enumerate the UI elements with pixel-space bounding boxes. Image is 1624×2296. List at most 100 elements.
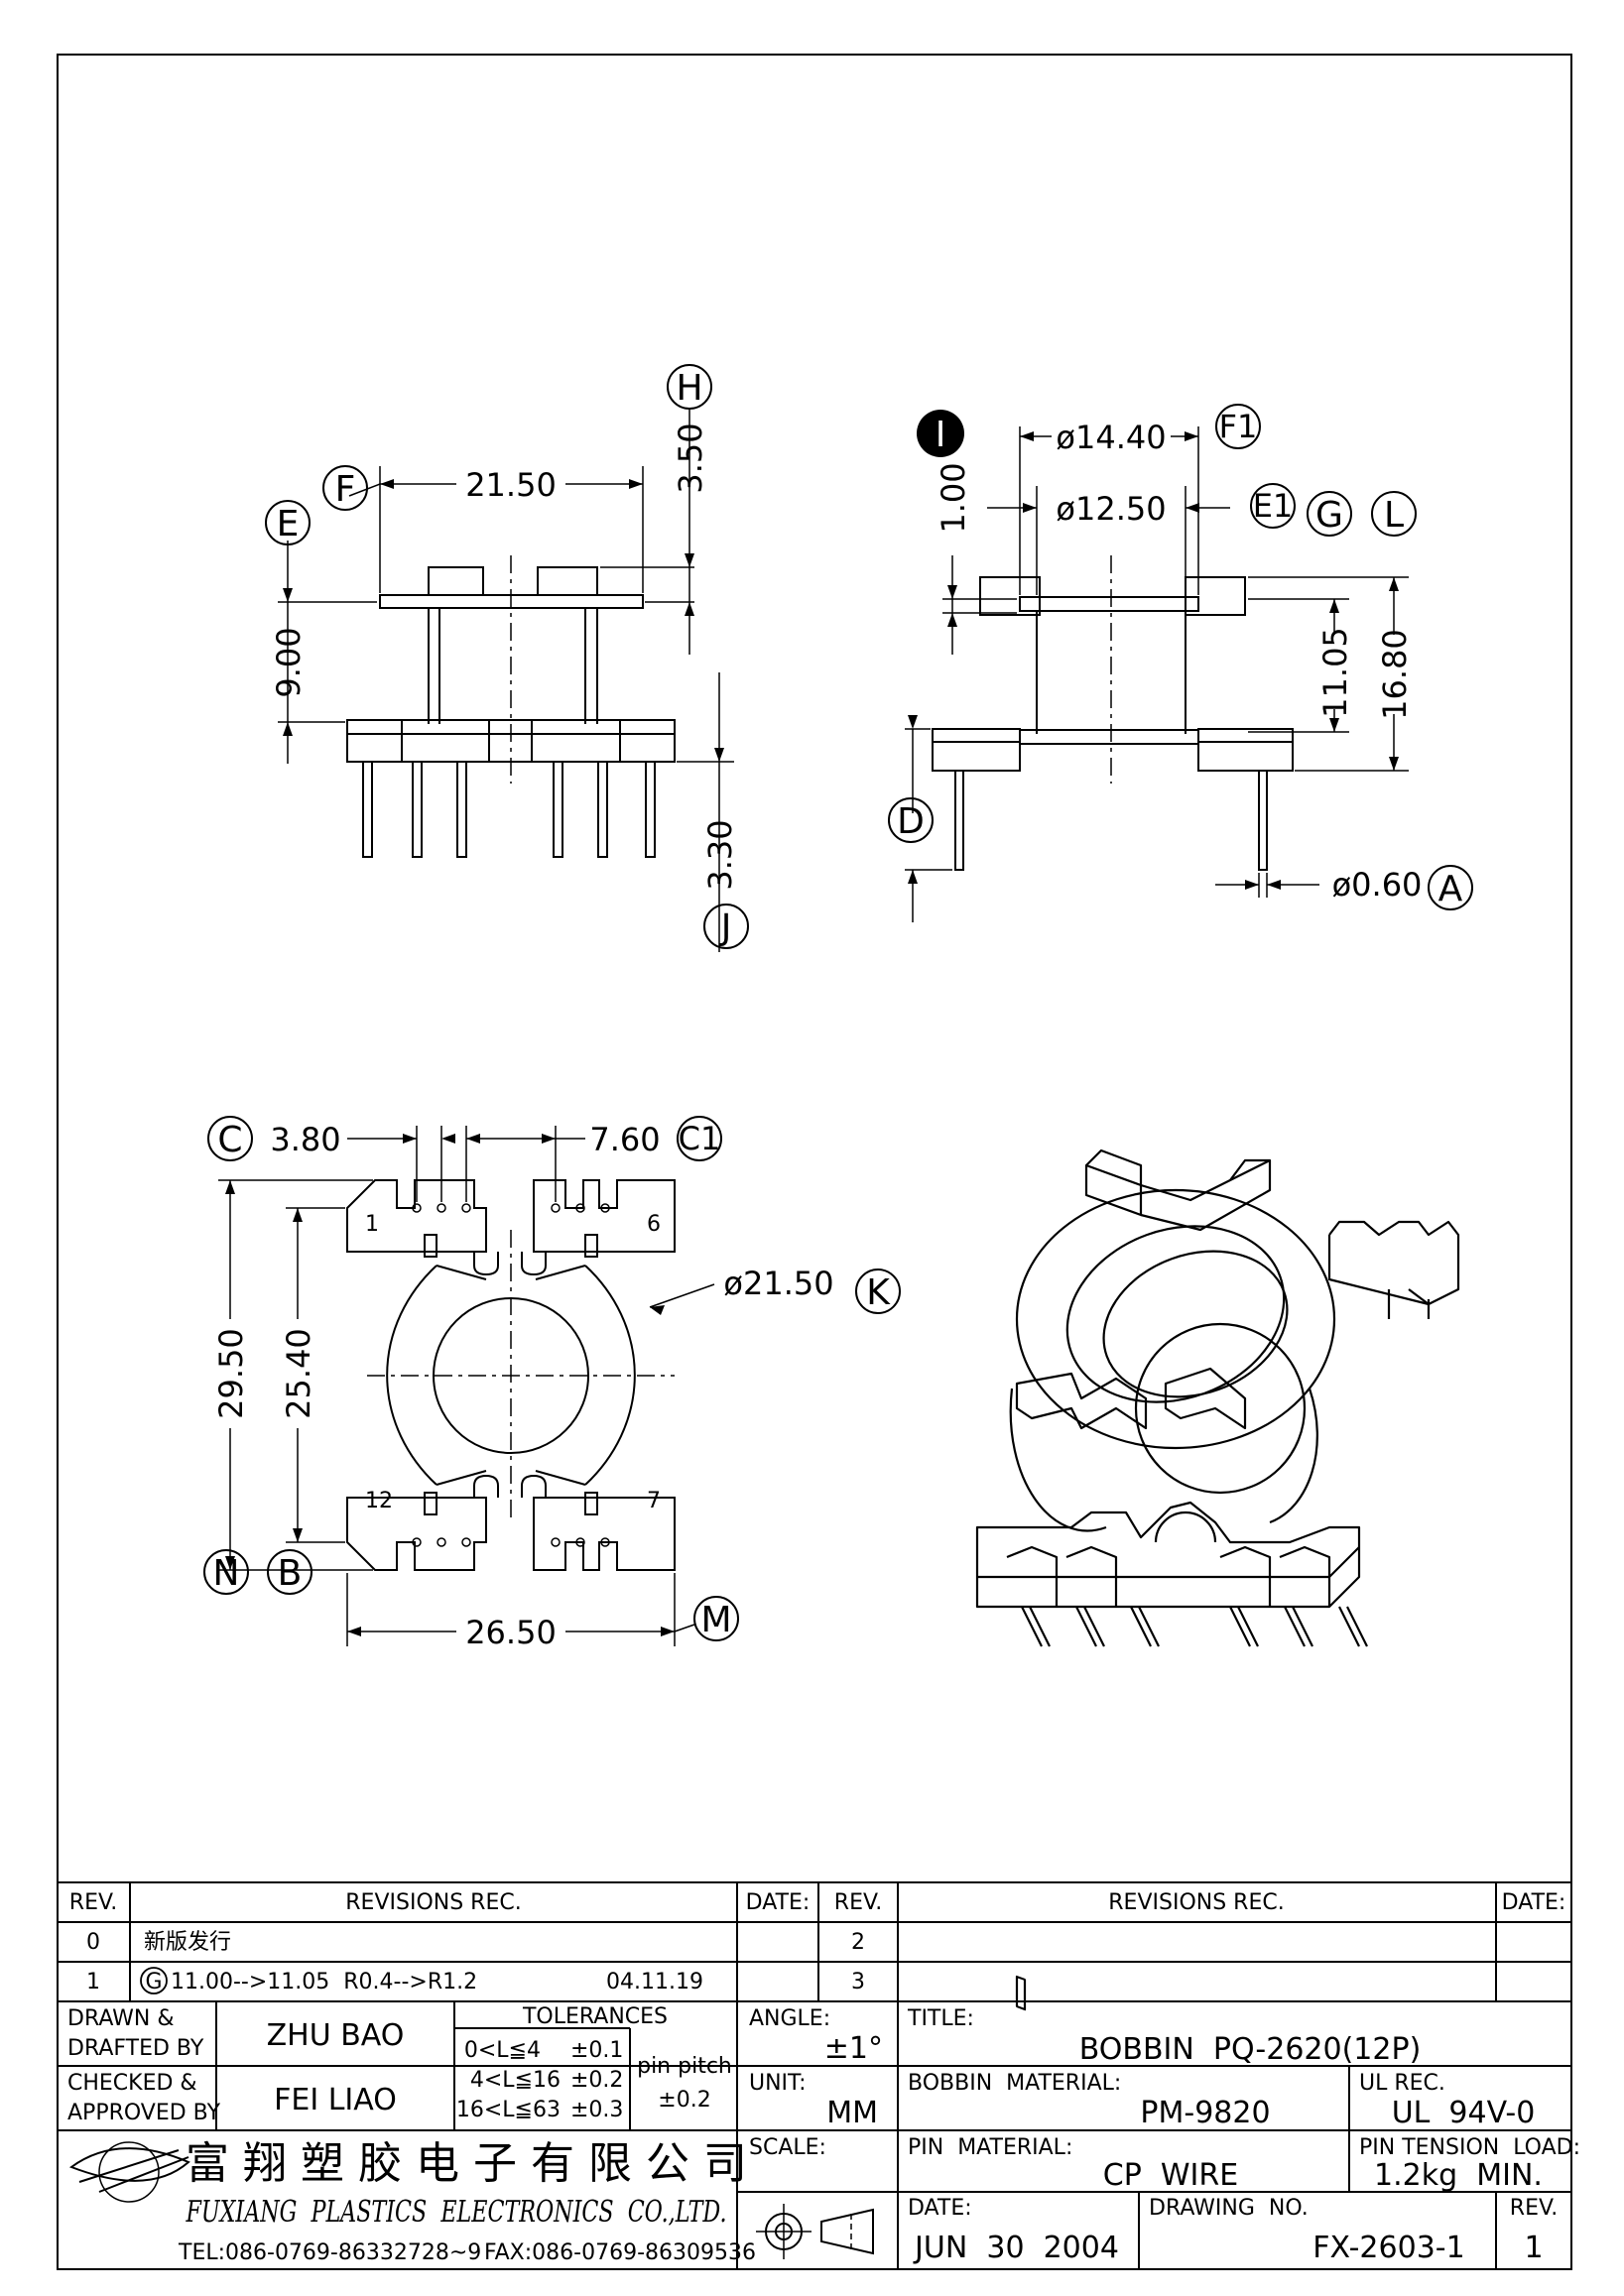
balloon-i: I <box>936 415 946 455</box>
pin-material-label: PIN MATERIAL: <box>908 2135 1072 2160</box>
pin-number-7: 7 <box>647 1489 661 1513</box>
company-name-english: FUXIANG PLASTICS ELECTRONICS CO.,LTD. <box>186 2195 727 2230</box>
dim-flange-diameter: ø21.50 <box>723 1265 833 1302</box>
company-name-chinese: 富 翔 塑 胶 电 子 有 限 公 司 <box>186 2138 747 2189</box>
dim-flange: 3.50 <box>672 423 709 493</box>
balloon-e1: E1 <box>1253 487 1294 525</box>
pin-pitch-label: pin pitch <box>637 2054 732 2079</box>
balloon-g: G <box>1315 495 1343 536</box>
dim-width: 21.50 <box>465 466 557 504</box>
dim-pin-span: 7.60 <box>589 1121 660 1158</box>
company-fax: FAX:086-0769-86309536 <box>484 2240 756 2265</box>
dim-pin-pitch: 3.80 <box>270 1121 340 1158</box>
balloon-d: D <box>897 801 925 842</box>
dim-pin-length: 3.30 <box>701 819 739 890</box>
date-header-right: DATE: <box>1502 1890 1566 1915</box>
dim-overall-height: 29.50 <box>212 1328 250 1419</box>
ul-rec-value: UL 94V-0 <box>1392 2096 1536 2130</box>
unit-value: MM <box>826 2096 878 2130</box>
tol-value-1: ±0.2 <box>570 2068 623 2093</box>
pin-number-6: 6 <box>647 1212 661 1237</box>
dim-pin-diameter: ø0.60 <box>1332 866 1423 904</box>
drawn-label-1: DRAWN & <box>67 2006 175 2031</box>
date-label: DATE: <box>908 2196 972 2221</box>
bobbin-material-value: PM-9820 <box>1140 2096 1270 2130</box>
drawing-no-label: DRAWING NO. <box>1149 2196 1309 2221</box>
balloon-f: F <box>335 469 356 510</box>
tol-value-0: ±0.1 <box>570 2038 623 2063</box>
rev-1-text: 11.00-->11.05 R0.4-->R1.2 <box>171 1970 477 1994</box>
balloon-h: H <box>676 368 702 409</box>
checked-label-1: CHECKED & <box>67 2071 197 2096</box>
pin-tension-value: 1.2kg MIN. <box>1374 2158 1543 2193</box>
rev-1-date: 04.11.19 <box>606 1970 703 1994</box>
isometric-view <box>975 1148 1460 2011</box>
drawing-no-value: FX-2603-1 <box>1312 2231 1464 2265</box>
company-tel: TEL:086-0769-86332728~9 <box>178 2240 481 2265</box>
revisions-header-left: REVISIONS REC. <box>345 1890 521 1915</box>
checked-by-value: FEI LIAO <box>274 2083 397 2117</box>
balloon-f1: F1 <box>1219 408 1258 445</box>
title-block-text: REV. REVISIONS REC. DATE: REV. REVISIONS… <box>67 1890 1580 2265</box>
balloon-l: L <box>1384 495 1404 536</box>
revisions-header-right: REVISIONS REC. <box>1108 1890 1284 1915</box>
tol-range-2: 16<L≦63 <box>456 2098 561 2122</box>
dim-height: 9.00 <box>270 627 308 697</box>
checked-label-2: APPROVED BY <box>67 2101 221 2125</box>
balloons-side <box>265 364 749 949</box>
balloon-m: M <box>700 1600 731 1640</box>
date-header-left: DATE: <box>746 1890 811 1915</box>
title-value: BOBBIN PQ-2620(12P) <box>1079 2032 1422 2067</box>
dim-inner-height-top: 25.40 <box>280 1328 317 1419</box>
rev-label: REV. <box>1510 2196 1558 2221</box>
pin-tension-label: PIN TENSION LOAD: <box>1359 2135 1580 2160</box>
balloon-e: E <box>277 504 300 544</box>
rev-1-balloon: G <box>145 1970 162 1994</box>
balloon-i-bg <box>917 410 964 457</box>
scale-label: SCALE: <box>749 2135 826 2160</box>
dim-thickness: 1.00 <box>935 462 972 533</box>
rev-0-number: 0 <box>86 1930 100 1955</box>
tol-range-0: 0<L≦4 <box>464 2038 541 2063</box>
balloon-c1: C1 <box>679 1120 721 1157</box>
tolerances-label: TOLERANCES <box>522 2004 668 2029</box>
angle-value: ±1° <box>824 2031 883 2066</box>
sheet-border <box>57 54 1572 2270</box>
tol-value-2: ±0.3 <box>570 2098 623 2122</box>
dim-overall-width: 26.50 <box>465 1614 557 1651</box>
unit-label: UNIT: <box>749 2071 806 2096</box>
date-value: JUN 30 2004 <box>913 2231 1119 2265</box>
tol-range-1: 4<L≦16 <box>470 2068 561 2093</box>
rev-3-number: 3 <box>851 1970 865 1994</box>
rev-1-balloon-circle <box>140 1967 168 1994</box>
side-view-arrows <box>283 479 724 762</box>
pin-number-12: 12 <box>365 1489 393 1513</box>
dim-outer-diameter: ø14.40 <box>1056 419 1166 456</box>
top-view <box>218 1126 715 1646</box>
rev-value: 1 <box>1524 2231 1543 2265</box>
rev-2-number: 2 <box>851 1930 865 1955</box>
pin-pitch-value: ±0.2 <box>658 2088 710 2113</box>
balloon-j: J <box>719 907 732 948</box>
rev-header-right: REV. <box>834 1890 882 1915</box>
side-view <box>278 409 734 952</box>
balloon-b: B <box>278 1553 303 1594</box>
balloon-c: C <box>217 1120 242 1160</box>
ul-rec-label: UL REC. <box>1359 2071 1445 2096</box>
pin-number-1: 1 <box>365 1212 379 1237</box>
title-label: TITLE: <box>907 2006 974 2031</box>
balloon-n: N <box>213 1553 240 1594</box>
angle-label: ANGLE: <box>749 2006 830 2031</box>
balloon-a: A <box>1438 869 1463 909</box>
rev-1-number: 1 <box>86 1970 100 1994</box>
dim-total-height: 16.80 <box>1376 629 1414 720</box>
balloons-top <box>203 1116 901 1641</box>
drawn-by-value: ZHU BAO <box>267 2018 405 2053</box>
pin-material-value: CP WIRE <box>1103 2158 1238 2193</box>
drawn-label-2: DRAFTED BY <box>67 2036 204 2061</box>
balloons-front <box>888 404 1473 910</box>
dim-inner-height: 11.05 <box>1316 627 1354 718</box>
front-view-arrows <box>908 431 1399 890</box>
top-view-arrows <box>225 1134 675 1636</box>
